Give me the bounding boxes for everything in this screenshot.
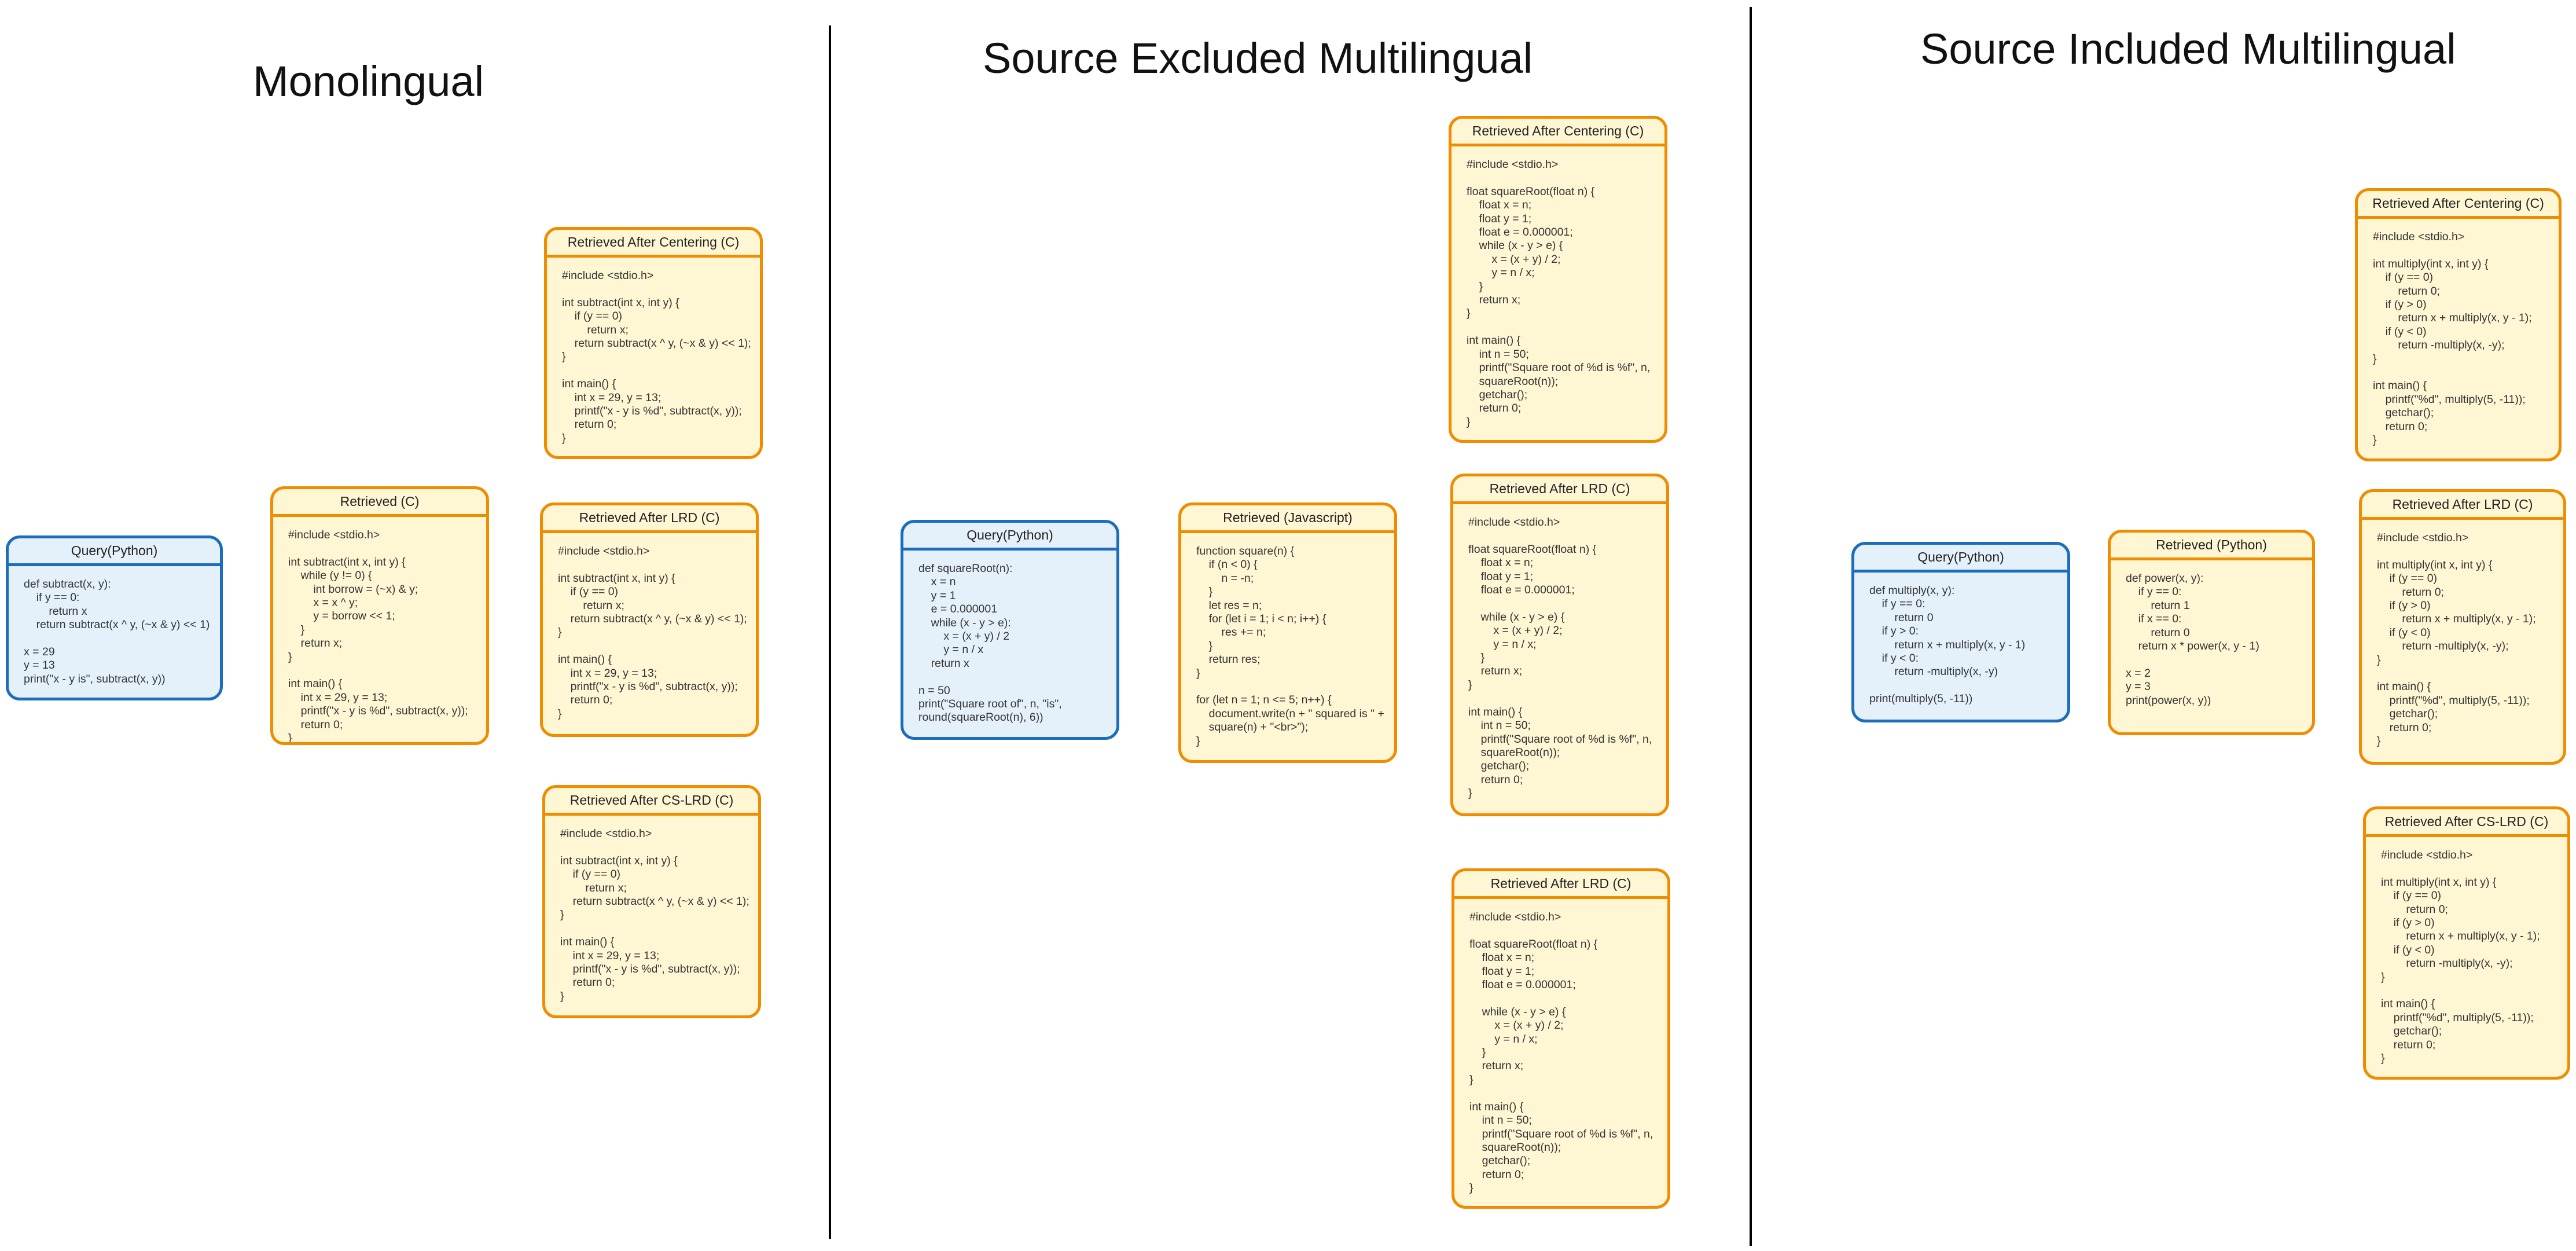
card-title: Retrieved After Centering (C) (1451, 119, 1664, 146)
excl-lrd2-card: Retrieved After LRD (C) #include <stdio.… (1451, 868, 1670, 1209)
code-block: #include <stdio.h> int subtract(int x, i… (560, 827, 749, 1003)
code-block: def multiply(x, y): if y == 0: return 0 … (1869, 584, 2026, 706)
mono-retrieved-card: Retrieved (C) #include <stdio.h> int sub… (270, 486, 489, 745)
mono-lrd-card: Retrieved After LRD (C) #include <stdio.… (540, 502, 759, 737)
code-block: #include <stdio.h> int subtract(int x, i… (562, 269, 751, 445)
card-title: Retrieved After CS-LRD (C) (2366, 809, 2567, 837)
card-title: Retrieved After Centering (C) (2358, 191, 2559, 219)
incl-query-card: Query(Python) def multiply(x, y): if y =… (1851, 542, 2070, 722)
card-title: Retrieved (Javascript) (1181, 505, 1394, 533)
card-title: Retrieved After Centering (C) (547, 230, 760, 258)
card-title: Query(Python) (903, 523, 1116, 551)
code-block: function square(n) { if (n < 0) { n = -n… (1196, 545, 1384, 747)
card-title: Retrieved After CS-LRD (C) (545, 788, 758, 816)
section-title-monolingual: Monolingual (253, 57, 484, 105)
excl-query-card: Query(Python) def squareRoot(n): x = n y… (901, 520, 1119, 740)
mono-query-card: Query(Python) def subtract(x, y): if y =… (6, 535, 223, 700)
code-block: #include <stdio.h> float squareRoot(floa… (1469, 911, 1653, 1195)
incl-lrd-card: Retrieved After LRD (C) #include <stdio.… (2359, 489, 2566, 765)
card-title: Query(Python) (9, 538, 220, 566)
section-title-source-included: Source Included Multilingual (1920, 25, 2456, 73)
code-block: def power(x, y): if y == 0: return 1 if … (2126, 572, 2259, 707)
code-block: def squareRoot(n): x = n y = 1 e = 0.000… (918, 562, 1062, 724)
card-title: Query(Python) (1854, 545, 2067, 573)
code-block: #include <stdio.h> int multiply(int x, i… (2373, 230, 2532, 447)
section-title-source-excluded: Source Excluded Multilingual (983, 34, 1533, 82)
card-title: Retrieved After LRD (C) (1453, 476, 1666, 504)
section-divider-left (829, 25, 831, 1239)
section-divider-right (1750, 7, 1752, 1246)
code-block: #include <stdio.h> float squareRoot(floa… (1468, 516, 1652, 800)
card-title: Retrieved After LRD (C) (543, 505, 756, 533)
card-title: Retrieved After LRD (C) (2362, 492, 2563, 520)
code-block: #include <stdio.h> int subtract(int x, i… (558, 545, 747, 720)
card-title: Retrieved After LRD (C) (1454, 871, 1667, 899)
incl-centering-card: Retrieved After Centering (C) #include <… (2355, 188, 2562, 461)
code-block: #include <stdio.h> float squareRoot(floa… (1467, 158, 1651, 428)
incl-retrieved-card: Retrieved (Python) def power(x, y): if y… (2108, 530, 2315, 735)
incl-cslrd-card: Retrieved After CS-LRD (C) #include <std… (2363, 806, 2570, 1080)
card-title: Retrieved (C) (273, 489, 486, 517)
code-block: #include <stdio.h> int multiply(int x, i… (2381, 849, 2540, 1065)
code-block: #include <stdio.h> int multiply(int x, i… (2377, 531, 2536, 748)
excl-centering-card: Retrieved After Centering (C) #include <… (1449, 116, 1667, 443)
excl-lrd-card: Retrieved After LRD (C) #include <stdio.… (1450, 474, 1669, 816)
mono-centering-card: Retrieved After Centering (C) #include <… (544, 227, 763, 459)
card-title: Retrieved (Python) (2111, 533, 2312, 560)
code-block: #include <stdio.h> int subtract(int x, i… (288, 529, 468, 745)
mono-cslrd-card: Retrieved After CS-LRD (C) #include <std… (542, 785, 761, 1018)
code-block: def subtract(x, y): if y == 0: return x … (24, 578, 210, 685)
excl-retrieved-card: Retrieved (Javascript) function square(n… (1178, 502, 1397, 763)
